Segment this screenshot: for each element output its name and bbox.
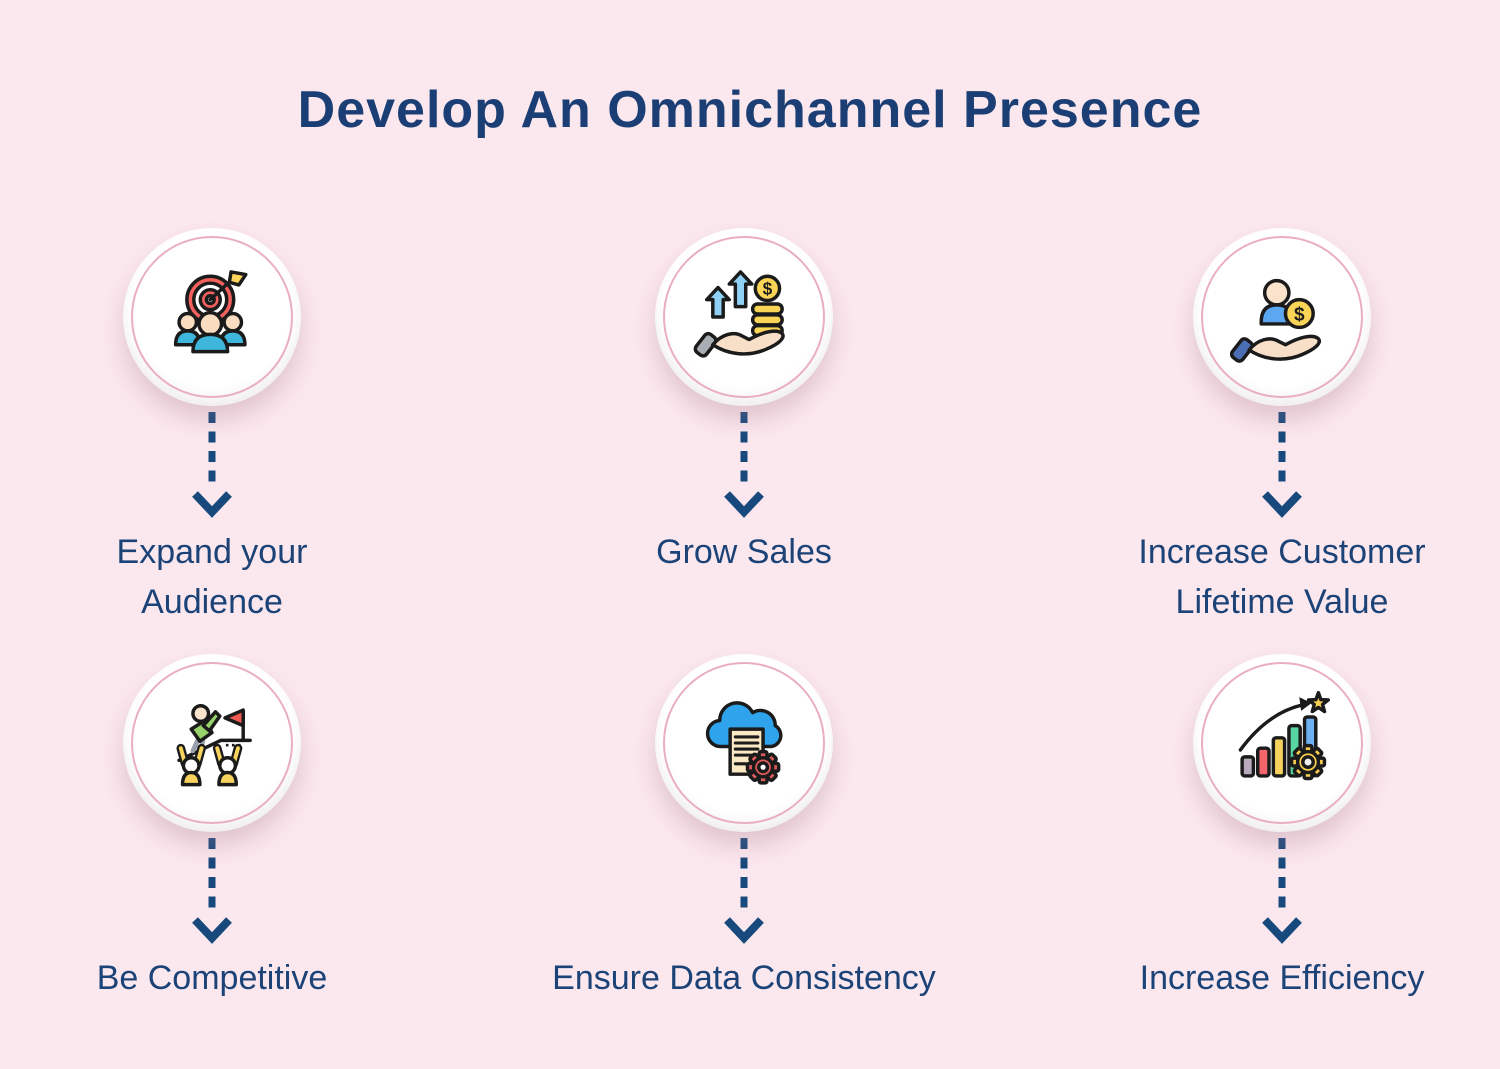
icon-circle (123, 653, 301, 832)
icon-circle: $ (655, 228, 833, 406)
benefit-label: Increase Efficiency (1139, 958, 1425, 997)
benefit-item-increase-efficiency: Increase Efficiency (1064, 653, 1500, 1004)
benefit-label: Increase Customer Lifetime Value (1138, 533, 1426, 621)
benefit-label: Be Competitive (96, 958, 328, 997)
page-title: Develop An Omnichannel Presence (297, 81, 1203, 139)
benefit-item-expand-audience: Expand your Audience (0, 228, 424, 628)
benefit-item-customer-lifetime-value: $ Increase Customer Lifetime Value (1064, 228, 1500, 628)
arrow-down-icon (1262, 837, 1302, 944)
icon-circle: $ (1193, 228, 1371, 406)
benefit-item-grow-sales: $ Grow Sales (424, 228, 1064, 628)
benefits-grid: Expand your Audience $ (0, 228, 1500, 1030)
benefit-label: Expand your Audience (116, 533, 308, 621)
icon-circle (1193, 653, 1371, 832)
arrow-down-icon (192, 837, 232, 944)
benefit-item-be-competitive: Be Competitive (0, 653, 424, 1004)
be-competitive-icon (176, 703, 252, 787)
customer-lifetime-value-icon: $ (1230, 278, 1321, 363)
arrow-down-icon (724, 412, 764, 518)
benefit-label: Grow Sales (656, 533, 832, 571)
icon-circle (655, 653, 833, 832)
benefit-label: Ensure Data Consistency (552, 958, 936, 997)
sales-growth-icon: $ (693, 270, 785, 358)
data-consistency-icon (705, 701, 783, 785)
arrow-down-icon (192, 412, 232, 518)
svg-text:$: $ (763, 278, 773, 298)
benefit-item-data-consistency: Ensure Data Consistency (424, 653, 1064, 1004)
arrow-down-icon (1262, 412, 1302, 518)
icon-circle (123, 228, 301, 406)
efficiency-icon (1238, 690, 1331, 781)
svg-text:$: $ (1294, 304, 1305, 325)
arrow-down-icon (724, 837, 764, 944)
audience-target-icon (173, 270, 248, 354)
